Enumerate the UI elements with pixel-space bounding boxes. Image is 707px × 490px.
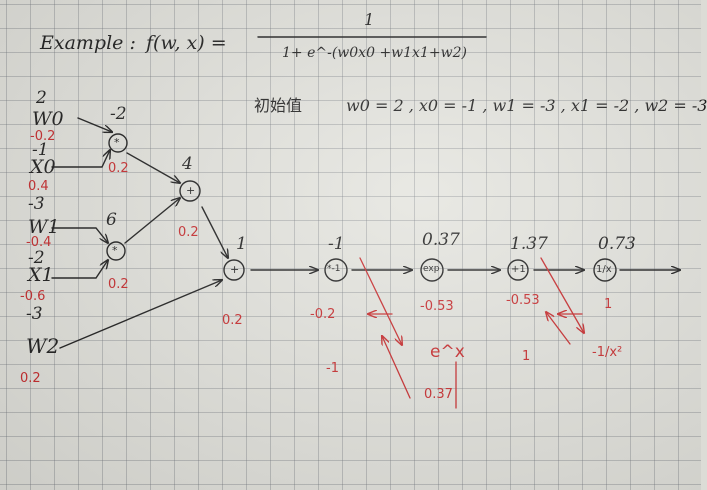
plus1-value: 1.37 xyxy=(510,234,548,254)
w0-value: 2 xyxy=(36,88,47,108)
x0-grad: 0.4 xyxy=(28,179,49,194)
recip-derivative: -1/x² xyxy=(592,345,623,360)
neg-value: -1 xyxy=(328,234,345,254)
w1-value: -3 xyxy=(28,194,45,214)
add1-op: + xyxy=(186,184,196,197)
w0-grad: -0.2 xyxy=(30,129,56,144)
w1-grad: -0.4 xyxy=(26,235,52,250)
node-exp xyxy=(420,258,444,282)
edge-add1-add2 xyxy=(201,206,228,258)
function-name: f(w, x) = xyxy=(146,32,227,54)
exp-derivative-value: 0.37 xyxy=(424,387,453,402)
add2-op: + xyxy=(230,263,240,276)
x0-value: -1 xyxy=(32,140,49,160)
w2-grad: 0.2 xyxy=(20,371,41,386)
red-arrow-down-2 xyxy=(540,257,584,333)
w2-label: W2 xyxy=(26,334,60,358)
x0-label: X0 xyxy=(30,156,56,178)
node-mul-1 xyxy=(108,133,128,153)
init-label: 初始值 xyxy=(254,96,303,115)
recip-value: 0.73 xyxy=(598,234,636,254)
mul1-value: -2 xyxy=(110,104,127,124)
recip-grad: 1 xyxy=(604,297,613,312)
exp-grad: -0.53 xyxy=(420,299,454,314)
add2-grad: 0.2 xyxy=(222,313,243,328)
edge-mul1-add1 xyxy=(126,152,180,183)
red-arrow-up-1 xyxy=(382,336,411,399)
edge-w1-mul2 xyxy=(51,227,108,243)
neg-op: *-1 xyxy=(327,264,341,274)
edge-w2-add2 xyxy=(59,280,222,349)
add2-value: 1 xyxy=(236,234,247,254)
red-arrow-up-2 xyxy=(546,312,571,345)
exp-derivative: e^x xyxy=(430,342,465,362)
one-label: 1 xyxy=(522,349,531,364)
x1-label: X1 xyxy=(28,264,54,286)
edge-mul2-add1 xyxy=(124,198,180,244)
exp-op: exp xyxy=(423,264,440,274)
w2-value: -3 xyxy=(26,304,43,324)
plus1-grad: -0.53 xyxy=(506,293,540,308)
w0-label: W0 xyxy=(32,108,64,130)
mul1-op: * xyxy=(114,136,120,149)
node-mul-2 xyxy=(106,241,126,261)
example-label: Example : xyxy=(40,32,136,54)
exp-value: 0.37 xyxy=(422,230,460,250)
mul2-op: * xyxy=(112,244,118,257)
edge-x0-mul1 xyxy=(51,150,110,168)
edge-w0-mul1 xyxy=(77,117,112,132)
x1-value: -2 xyxy=(28,248,45,268)
node-recip xyxy=(593,258,617,282)
mul2-grad: 0.2 xyxy=(108,277,129,292)
red-arrow-down-1 xyxy=(359,257,402,345)
init-values: w0 = 2 , x0 = -1 , w1 = -3 , x1 = -2 , w… xyxy=(346,96,707,115)
node-add-1 xyxy=(179,180,201,202)
node-neg xyxy=(324,258,348,282)
edge-x1-mul2 xyxy=(51,260,108,279)
mul2-value: 6 xyxy=(106,210,117,230)
mul1-grad: 0.2 xyxy=(108,161,129,176)
fraction-denominator: 1+ e^-(w0x0 +w1x1+w2) xyxy=(282,45,467,61)
neg-grad: -0.2 xyxy=(310,307,336,322)
node-plus1 xyxy=(507,259,529,281)
fraction-numerator: 1 xyxy=(364,10,375,29)
recip-op: 1/x xyxy=(596,264,612,275)
x1-grad: -0.6 xyxy=(20,289,46,304)
w1-label: W1 xyxy=(28,216,60,238)
add1-grad: 0.2 xyxy=(178,225,199,240)
add1-value: 4 xyxy=(182,154,193,174)
plus1-op: +1 xyxy=(511,264,526,275)
neg-one-label: -1 xyxy=(326,361,339,376)
node-add-2 xyxy=(223,259,245,281)
